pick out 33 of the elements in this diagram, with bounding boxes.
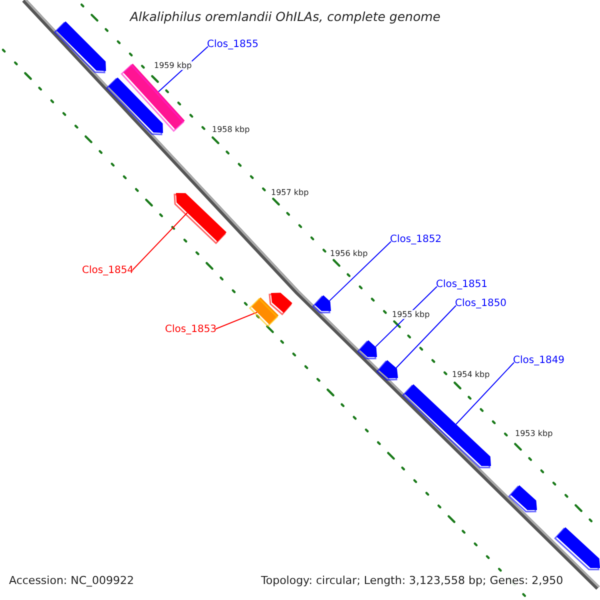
gene-feature <box>54 21 106 74</box>
leader-line <box>132 212 188 270</box>
gene-label: Clos_1851 <box>436 279 488 290</box>
gene-feature <box>106 77 163 136</box>
scale-label: 1953 kbp <box>515 429 553 438</box>
accession-text: Accession: NC_009922 <box>9 575 134 588</box>
scale-label: 1958 kbp <box>212 125 250 134</box>
gene-feature <box>357 340 377 360</box>
gene-feature <box>312 295 331 314</box>
gene-label: Clos_1854 <box>82 265 134 276</box>
gene-feature <box>554 527 600 570</box>
leader-line <box>375 286 438 348</box>
gene-feature <box>248 297 279 328</box>
leader-line <box>396 305 456 368</box>
gene-feature <box>508 485 537 512</box>
scale-label: 1955 kbp <box>392 310 430 320</box>
leader-line <box>456 362 514 425</box>
gene-label: Clos_1852 <box>390 234 442 246</box>
gene-feature <box>174 193 226 244</box>
scale-label: 1959 kbp <box>154 61 192 70</box>
genome-summary-text: Topology: circular; Length: 3,123,558 bp; Genes: 2,950 <box>261 575 564 588</box>
leader-line <box>329 241 392 302</box>
gene-label: Clos_1849 <box>513 355 565 366</box>
scale-label: 1957 kbp <box>271 188 309 198</box>
scale-label: 1954 kbp <box>452 370 490 380</box>
gene-feature <box>402 384 491 468</box>
leader-line <box>215 312 258 330</box>
gene-label: Clos_1855 <box>207 39 259 50</box>
gene-label: Clos_1850 <box>455 298 507 310</box>
scale-label: 1956 kbp <box>330 249 368 258</box>
gene-feature <box>376 360 398 381</box>
map-title: Alkaliphilus oremlandii OhILAs, complete genome <box>130 10 440 24</box>
gene-label: Clos_1853 <box>165 324 217 336</box>
